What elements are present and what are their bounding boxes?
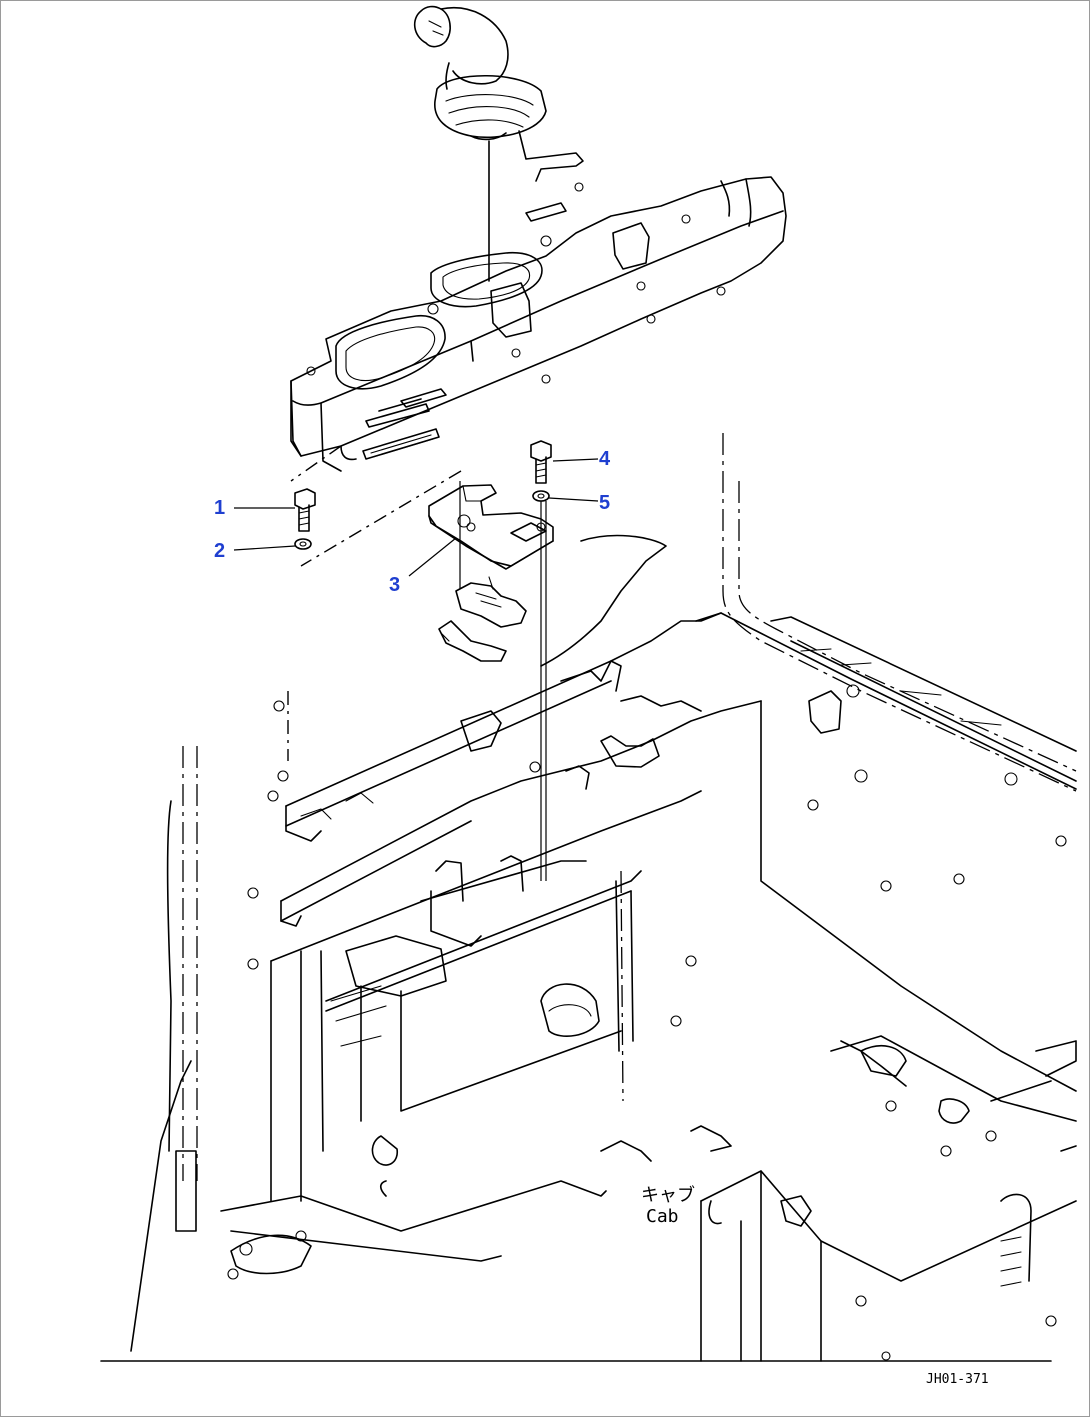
bolt-1 [294, 488, 316, 532]
callout-5: 5 [599, 492, 611, 514]
mount-bracket [428, 484, 554, 570]
cab-label-english: Cab [646, 1206, 679, 1227]
floor-frame [220, 534, 965, 1280]
callout-4: 4 [599, 448, 611, 470]
assembly-lines [287, 445, 547, 881]
joystick-lever [413, 5, 584, 182]
callout-1: 1 [214, 497, 226, 519]
cab-pillar-left [100, 746, 1052, 1362]
switch-assembly [438, 576, 527, 662]
callout-leaders [233, 458, 599, 577]
washer-5 [532, 490, 550, 502]
floor-right-box [600, 700, 1077, 1362]
cab-label-japanese: キャブ [641, 1185, 695, 1206]
callout-3: 3 [389, 574, 401, 596]
washer-2 [294, 538, 312, 550]
bolt-4 [530, 440, 552, 484]
cab-rear-wall [695, 433, 1077, 847]
console-housing [290, 176, 787, 472]
callout-2: 2 [214, 540, 226, 562]
figure-code: JH01-371 [926, 1372, 989, 1387]
